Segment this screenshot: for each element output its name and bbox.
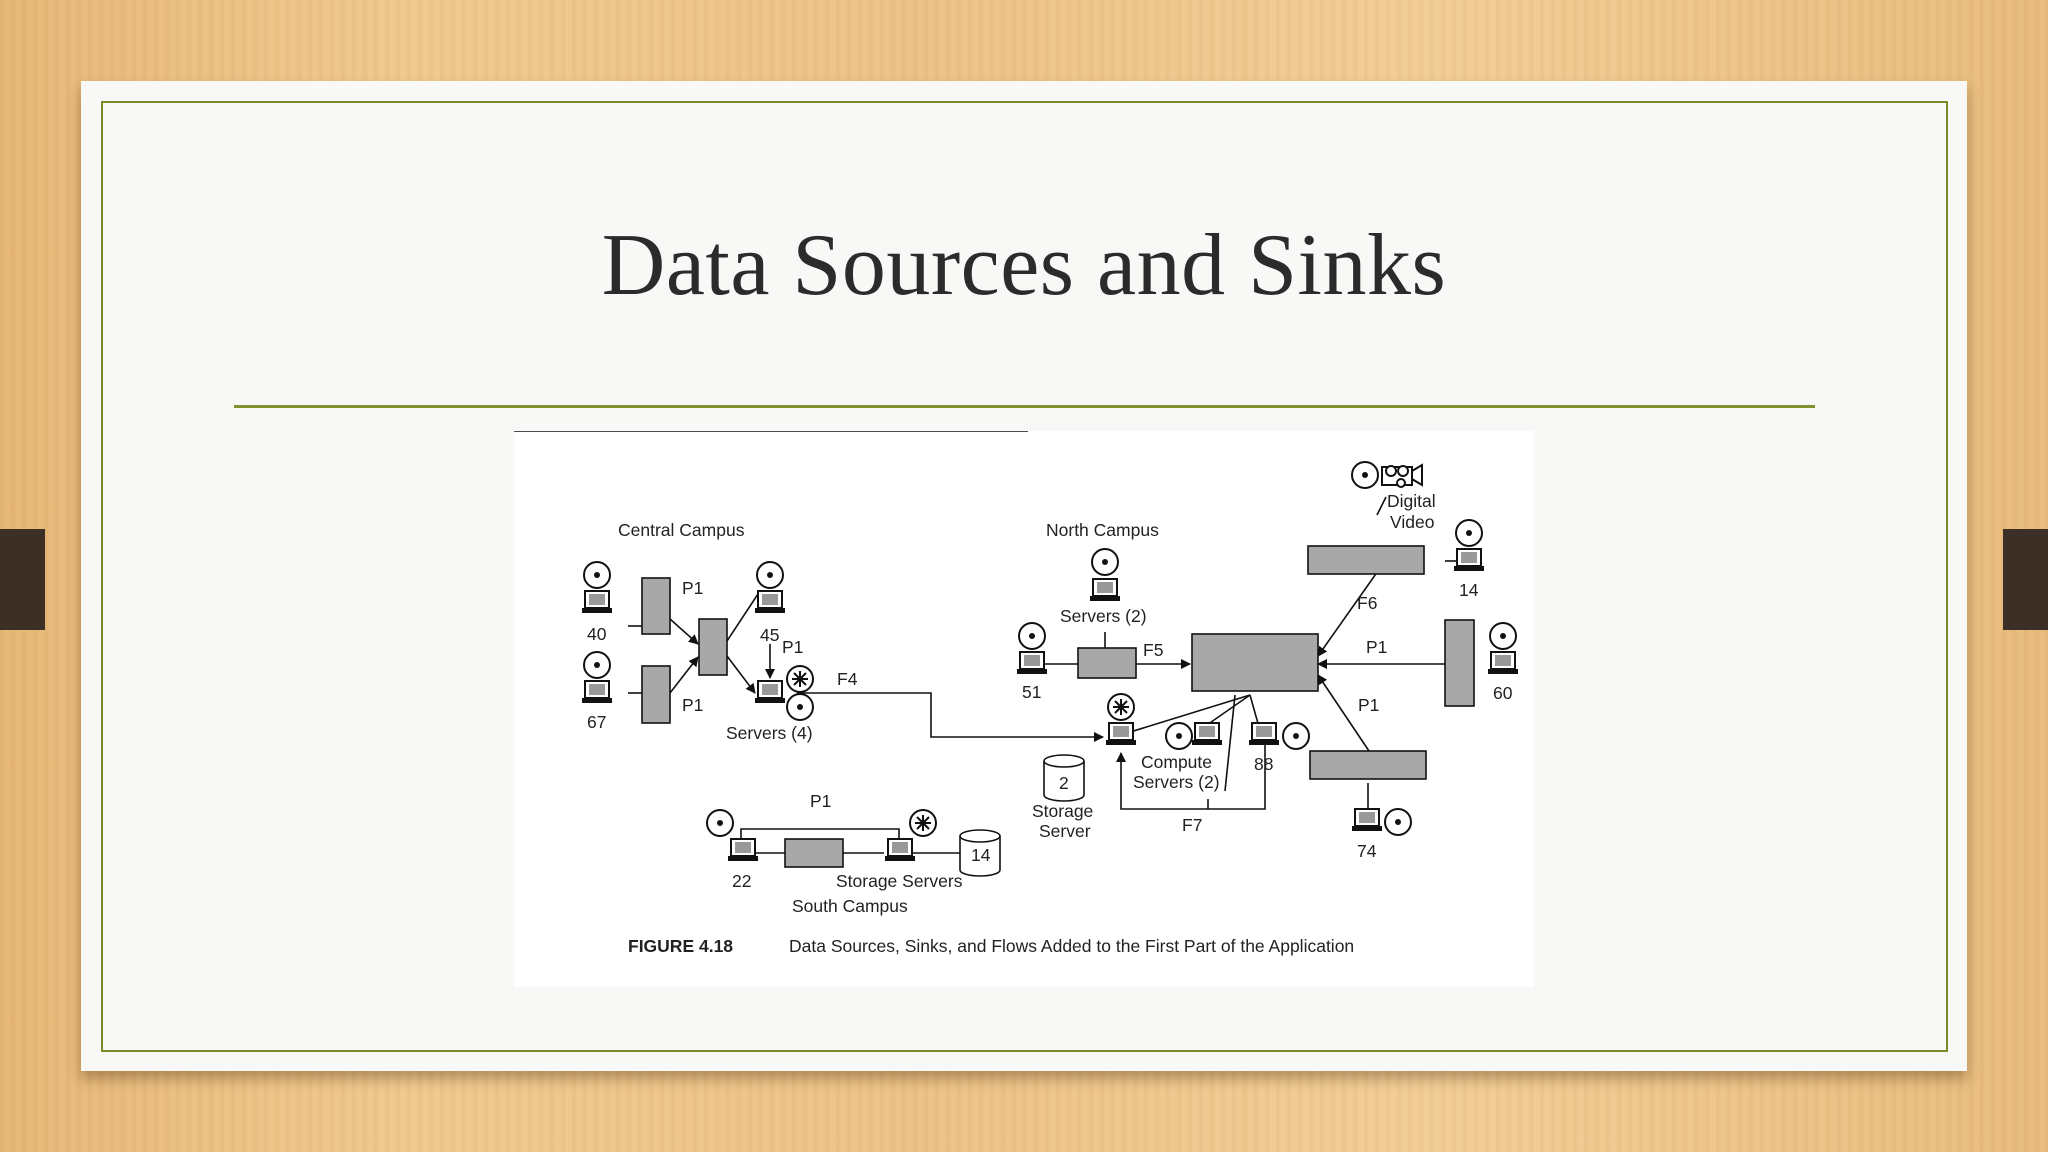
diagram-labels: Central Campus North Campus South Campus… bbox=[587, 491, 1513, 956]
label-servers-2: Servers (2) bbox=[1060, 606, 1147, 626]
label-device-88: 88 bbox=[1254, 754, 1273, 774]
figure-4-18: Central Campus North Campus South Campus… bbox=[514, 431, 1534, 987]
label-flow-f6: F6 bbox=[1357, 593, 1377, 613]
label-storage-server: Server bbox=[1039, 821, 1091, 841]
label-device-40: 40 bbox=[587, 624, 607, 644]
label-flow-p1-d: P1 bbox=[1366, 637, 1387, 657]
label-flow-f7: F7 bbox=[1182, 815, 1202, 835]
label-device-60: 60 bbox=[1493, 683, 1513, 703]
label-storage-servers: Storage Servers bbox=[836, 871, 963, 891]
label-compute-servers: Servers (2) bbox=[1133, 772, 1220, 792]
caption-text: Data Sources, Sinks, and Flows Added to … bbox=[789, 936, 1354, 956]
label-flow-p1-f: P1 bbox=[810, 791, 831, 811]
label-flow-p1-c: P1 bbox=[782, 637, 803, 657]
label-device-74: 74 bbox=[1357, 841, 1377, 861]
label-south-campus: South Campus bbox=[792, 896, 908, 916]
label-device-67: 67 bbox=[587, 712, 606, 732]
label-flow-p1-e: P1 bbox=[1358, 695, 1379, 715]
label-central-campus: Central Campus bbox=[618, 520, 745, 540]
slide-title: Data Sources and Sinks bbox=[601, 217, 1447, 314]
storage-cylinder-icons bbox=[959, 754, 1085, 877]
label-compute: Compute bbox=[1141, 752, 1212, 772]
label-device-22: 22 bbox=[732, 871, 751, 891]
label-flow-f4: F4 bbox=[837, 669, 858, 689]
label-device-14: 14 bbox=[1459, 580, 1479, 600]
title-rule bbox=[234, 405, 1815, 408]
label-flow-p1-a: P1 bbox=[682, 578, 703, 598]
label-flow-f5: F5 bbox=[1143, 640, 1163, 660]
label-flow-p1-b: P1 bbox=[682, 695, 703, 715]
network-boxes bbox=[641, 545, 1475, 868]
network-diagram: Central Campus North Campus South Campus… bbox=[514, 431, 1519, 956]
caption-number: FIGURE 4.18 bbox=[628, 936, 733, 956]
label-video: Video bbox=[1390, 512, 1434, 532]
right-binder-tab bbox=[2003, 529, 2048, 630]
label-storage: Storage bbox=[1032, 801, 1093, 821]
label-storage-servers-count: 14 bbox=[971, 845, 991, 865]
label-digital: Digital bbox=[1387, 491, 1436, 511]
label-servers-4: Servers (4) bbox=[726, 723, 813, 743]
label-storage-count: 2 bbox=[1059, 773, 1069, 793]
label-device-45: 45 bbox=[760, 625, 779, 645]
slide-frame bbox=[101, 101, 1948, 1052]
label-north-campus: North Campus bbox=[1046, 520, 1159, 540]
video-camera-icon bbox=[1381, 463, 1423, 488]
label-device-51: 51 bbox=[1022, 682, 1041, 702]
left-binder-tab bbox=[0, 529, 45, 630]
